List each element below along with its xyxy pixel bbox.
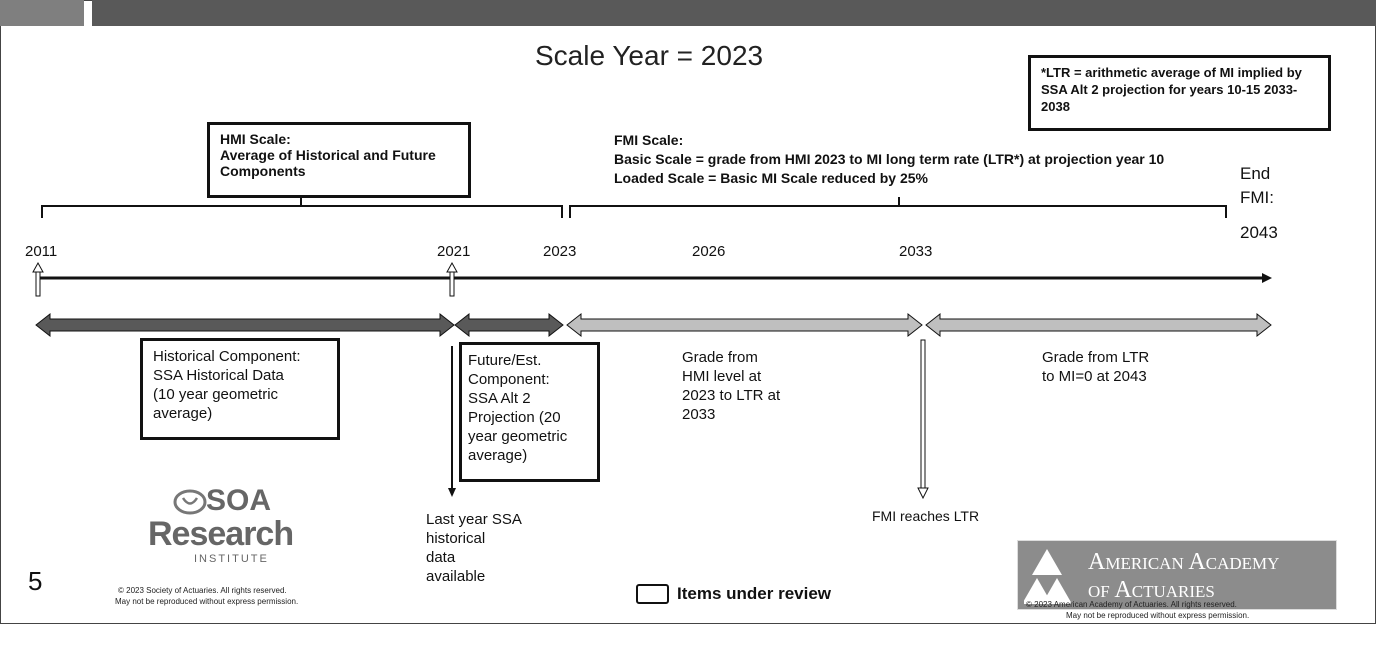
grade-ltr-label: Grade from LTR to MI=0 at 2043 [1042,348,1149,386]
legend-swatch [636,584,669,604]
grade-ltr-span-arrow [925,312,1272,338]
grade-hmi-label: Grade from HMI level at 2023 to LTR at 2… [682,348,780,424]
end-fmi-line-3: 2043 [1240,223,1278,242]
historical-line-4: average) [153,405,213,422]
last-year-label: Last year SSA historical data available [426,510,522,586]
topbar-accent [0,0,84,26]
fmi-reaches-ltr-label: FMI reaches LTR [872,508,980,524]
fmi-brace [569,197,1227,218]
future-line-4: Projection (20 [468,409,561,426]
year-2023: 2023 [543,243,577,260]
year-2026: 2026 [692,243,726,260]
soa-logo-line-3: INSTITUTE [194,553,269,565]
year-2021: 2021 [437,243,471,260]
timeline-arrowhead [1262,273,1272,283]
end-fmi-line-2: FMI: [1240,188,1274,207]
future-line-3: SSA Alt 2 [468,390,531,407]
historical-component-box: Historical Component: SSA Historical Dat… [140,338,340,440]
aaa-copyright-1: © 2023 American Academy of Actuaries. Al… [1026,600,1237,609]
future-span-arrow [454,312,564,338]
hmi-line-3: Components [220,163,306,179]
aaa-logo-line-2: of Actuaries [1088,577,1215,603]
down-arrow-fmi-ltr [917,339,929,500]
fmi-line-2: Basic Scale = grade from HMI 2023 to MI … [614,151,1165,167]
year-2033: 2033 [899,243,933,260]
soa-copyright-1: © 2023 Society of Actuaries. All rights … [118,586,287,595]
last-year-line-4: available [426,568,486,585]
last-year-line-1: Last year SSA [426,511,522,528]
soa-logo-line-2: Research [148,515,294,553]
legend-label: Items under review [677,584,832,603]
last-year-line-2: historical [426,530,486,547]
grade-hmi-line-1: Grade from [682,349,758,366]
hmi-brace [41,197,563,218]
ltr-note-text: *LTR = arithmetic average of MI implied … [1041,65,1302,114]
ltr-note-box: *LTR = arithmetic average of MI implied … [1028,55,1331,131]
up-arrow-2011 [32,261,44,297]
historical-span-arrow [35,312,455,338]
grade-ltr-line-2: to MI=0 at 2043 [1042,368,1147,385]
grade-hmi-line-2: HMI level at [682,368,762,385]
future-line-6: average) [468,447,528,464]
aaa-copyright-2: May not be reproduced without express pe… [1066,611,1250,620]
future-line-1: Future/Est. [468,352,542,369]
fmi-heading: FMI Scale: [614,132,684,148]
historical-line-3: (10 year geometric [153,386,279,403]
historical-line-2: SSA Historical Data [153,367,284,384]
soa-logo-icon [173,489,207,515]
future-line-5: year geometric [468,428,568,445]
soa-logo-line-1: SOA [206,484,272,517]
end-fmi-line-1: End [1240,164,1271,183]
future-component-box: Future/Est. Component: SSA Alt 2 Project… [459,342,600,482]
up-arrow-2021 [446,261,458,297]
topbar [92,0,1376,26]
historical-line-1: Historical Component: [153,348,301,365]
aaa-logo-line-1: American Academy [1088,549,1280,575]
american-academy-logo-panel: American Academy of Actuaries [1017,540,1337,610]
grade-hmi-line-3: 2023 to LTR at [682,387,781,404]
hmi-heading: HMI Scale: [220,131,291,147]
grade-hmi-span-arrow [566,312,923,338]
hmi-line-2: Average of Historical and Future [220,147,436,163]
aaa-triangles-icon [1024,549,1072,604]
grade-hmi-line-4: 2033 [682,406,716,423]
down-arrow-2021 [448,346,456,497]
year-2011: 2011 [25,243,58,260]
slide-number: 5 [28,566,43,596]
grade-ltr-line-1: Grade from LTR [1042,349,1150,366]
hmi-scale-box: HMI Scale: Average of Historical and Fut… [207,122,471,198]
fmi-line-3: Loaded Scale = Basic MI Scale reduced by… [614,170,928,186]
future-line-2: Component: [468,371,550,388]
soa-copyright-2: May not be reproduced without express pe… [115,597,299,606]
timeline-diagram [32,197,1272,604]
last-year-line-3: data [426,549,456,566]
slide-title: Scale Year = 2023 [535,40,764,71]
